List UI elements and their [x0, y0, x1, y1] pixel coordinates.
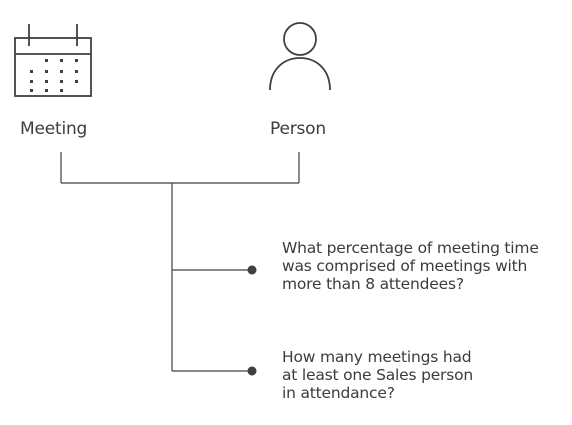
- meeting-label: Meeting: [20, 119, 88, 139]
- person-label: Person: [270, 119, 326, 139]
- question-2: How many meetings had at least one Sales…: [282, 348, 474, 402]
- question-1: What percentage of meeting time was comp…: [282, 239, 539, 293]
- branch-dot-2: [247, 366, 257, 376]
- branch-dot-1: [247, 265, 257, 275]
- calendar-icon: [13, 20, 93, 102]
- person-icon: [267, 20, 333, 96]
